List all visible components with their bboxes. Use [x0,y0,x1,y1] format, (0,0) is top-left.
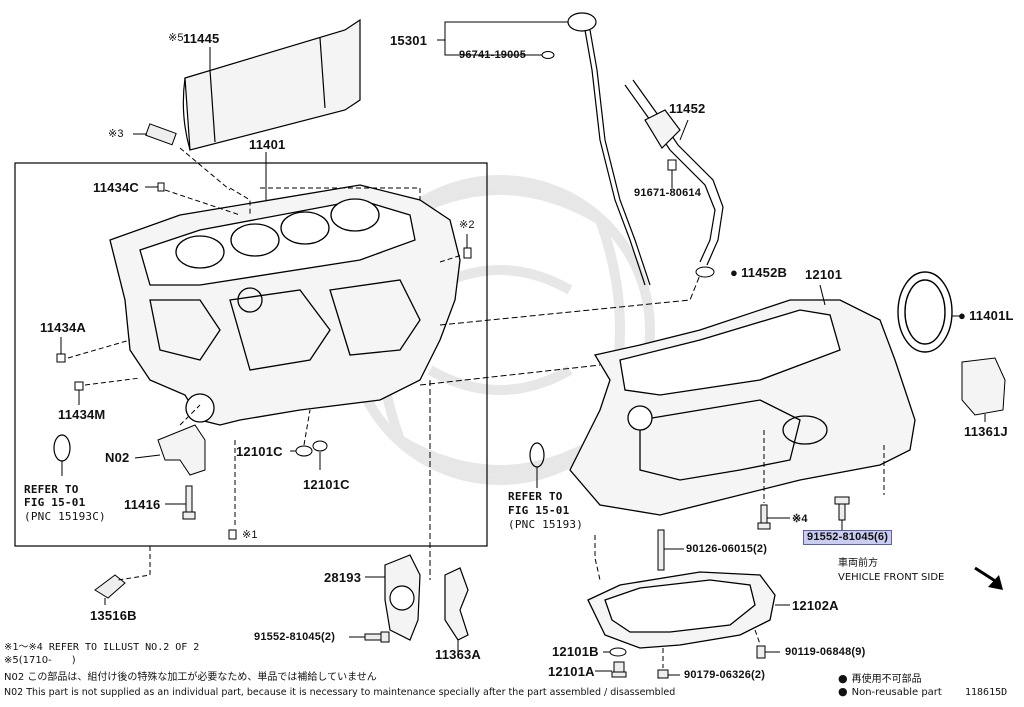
part-label-11416[interactable]: 11416 [124,497,161,512]
refer-mid-line3: (PNC 15193) [508,518,584,531]
sensor-3-drawing [145,123,177,146]
part-label-12101b[interactable]: 12101B [552,644,599,659]
refer-left-line1: REFER TO [24,483,79,496]
refer-mid-line1: REFER TO [508,490,563,503]
stud-90126-drawing [657,529,665,571]
part-label-n02[interactable]: N02 [105,450,130,465]
part-13516b-drawing [94,574,126,605]
cover-11361j-drawing [961,357,1006,416]
part-label-91552-81045-2[interactable]: 91552-81045(2) [254,631,336,643]
direction-label-jp: 車両前方 [838,558,878,569]
ref-mark-1: ※1 [242,529,258,541]
part-label-12101c-b[interactable]: 12101C [303,477,350,492]
part-label-90179-06326[interactable]: 90179-06326(2) [684,669,766,681]
engine-block-assembly-frame [14,162,488,547]
bracket-11445-drawing [182,18,361,151]
part-label-12101a[interactable]: 12101A [548,664,595,679]
part-label-11452b[interactable]: 11452B [730,266,787,279]
refer-mid-line2: FIG 15-01 [508,504,570,517]
nonreusable-bullet-icon: ● [838,672,848,685]
part-label-15301[interactable]: 15301 [390,33,428,48]
legend-nonreusable-jp: ●再使用不可部品 [838,670,922,685]
part-label-13516b[interactable]: 13516B [90,608,137,623]
cylinder-block-11401-drawing [109,184,461,426]
ref-mark-3: ※3 [108,128,124,140]
part-label-90119-06848[interactable]: 90119-06848(9) [785,646,866,658]
oil-pan-lower-12102a-drawing [587,571,776,649]
drain-plug-12101a-drawing [611,661,627,678]
bearing-cap-n02-drawing [157,424,206,476]
legend-nonreusable-en: ●Non-reusable part [838,685,942,698]
footnote-n02-en: N02 This part is not supplied as an indi… [4,687,676,698]
part-label-11452[interactable]: 11452 [669,101,706,116]
bolt-91552-left-drawing [364,631,390,643]
part-prefix-5: ※5 [168,32,184,44]
part-label-91552-81045-6-highlighted[interactable]: 91552-81045(6) [803,530,893,545]
part-label-11434a[interactable]: 11434A [40,320,87,335]
refer-left-line2: FIG 15-01 [24,496,86,509]
footnote-n02-jp: N02 この部品は、組付け後の特殊な加工が必要なため、単品では補給していません [4,672,377,683]
part-label-11434m[interactable]: 11434M [58,407,106,422]
refer-left-line3: (PNC 15193C) [24,510,106,523]
part-label-12102a[interactable]: 12102A [792,598,839,613]
part-label-28193[interactable]: 28193 [324,570,362,585]
ref-mark-4: ※4 [792,513,808,525]
oil-pan-upper-12101-drawing [569,299,916,516]
part-label-12101[interactable]: 12101 [805,267,843,282]
footnote-ref-illust: ※1～※4 REFER TO ILLUST NO.2 OF 2 [4,642,200,653]
ref-mark-2: ※2 [459,219,475,231]
part-label-96741-19005[interactable]: 96741-19005 [459,49,527,61]
bolt-11416-drawing [182,485,196,520]
part-label-11401l[interactable]: 11401L [958,309,1014,322]
part-label-91671-80614[interactable]: 91671-80614 [634,187,702,199]
footnote-5: ※5(1710- ) [4,655,76,666]
oil-seal-11401l-drawing [897,271,953,353]
direction-label-en: VEHICLE FRONT SIDE [838,572,945,583]
part-label-11363a[interactable]: 11363A [435,647,482,662]
part-label-11361j[interactable]: 11361J [964,424,1008,439]
bolt-4-drawing [757,504,771,530]
part-label-11401[interactable]: 11401 [249,137,286,152]
guide-11452-drawing [624,79,724,266]
part-label-12101c-a[interactable]: 12101C [236,444,283,459]
part-label-90126-06015[interactable]: 90126-06015(2) [686,543,768,555]
illustration-code: 118615D [965,687,1008,698]
legend-jp-text: 再使用不可部品 [851,674,922,685]
nonreusable-bullet-icon: ● [838,685,848,698]
front-direction-arrow-icon [974,566,1003,590]
bolt-91552-drawing [834,496,850,521]
gasket-28193-drawing [384,554,421,641]
part-label-11445[interactable]: 11445 [183,31,220,46]
legend-en-text: Non-reusable part [851,687,942,698]
bracket-11363a-drawing [444,567,469,641]
part-label-11434c[interactable]: 11434C [93,180,140,195]
